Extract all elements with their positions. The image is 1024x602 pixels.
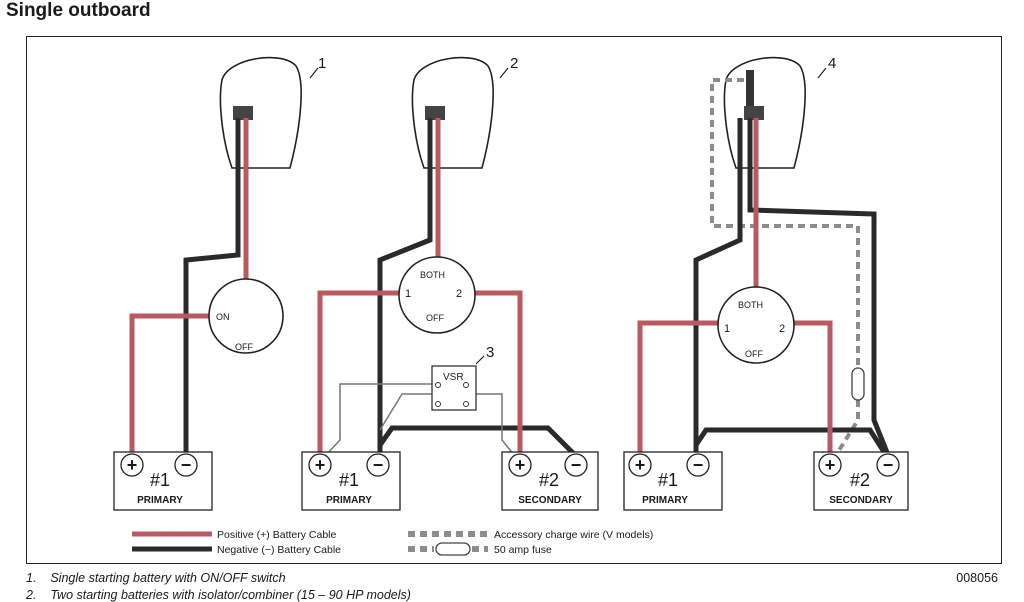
legend-fuse-swatch <box>435 542 471 556</box>
motor-terminal-1 <box>233 106 253 120</box>
diagram-4-accessory-charge: 4 BOTH 1 2 OFF + − #1 PRIMARY + − <box>623 55 909 511</box>
battery-1: + − #1 PRIMARY <box>113 451 213 511</box>
battery-switch-4 <box>717 286 795 364</box>
battery-name: SECONDARY <box>829 495 893 506</box>
battery-plus: + <box>315 455 326 475</box>
legend-accessory-label: Accessory charge wire (V models) <box>494 529 653 541</box>
negative-cable-4b <box>693 118 743 455</box>
vsr-wire-right <box>466 393 515 456</box>
battery-name: PRIMARY <box>326 495 372 506</box>
diagram-2-isolator: 2 BOTH 1 2 OFF VSR 3 + − #1 PRIMARY <box>301 55 599 511</box>
callout-1: 1 <box>318 55 326 72</box>
vsr-label: VSR <box>443 372 464 383</box>
callout-4: 4 <box>828 55 836 72</box>
legend-fuse-label: 50 amp fuse <box>494 544 552 556</box>
positive-cable-4b <box>637 320 718 455</box>
motor-accessory-lead <box>746 70 754 106</box>
outboard-motor-1 <box>219 56 302 169</box>
battery-plus: + <box>127 455 138 475</box>
switch-on-label: ON <box>216 312 230 322</box>
battery-minus: − <box>693 455 704 475</box>
callout-3: 3 <box>486 344 494 361</box>
diagram-1-single-battery: 1 ON OFF + − #1 PRIMARY <box>113 55 326 511</box>
vsr-wire-center <box>379 393 438 431</box>
battery-number: #1 <box>150 470 170 490</box>
battery-minus: − <box>373 455 384 475</box>
negative-cable-2b <box>377 425 577 457</box>
legend-negative-label: Negative (−) Battery Cable <box>217 544 341 556</box>
figure-code: 008056 <box>956 571 998 585</box>
battery-switch-2 <box>398 256 476 334</box>
switch-pos1-label: 1 <box>405 288 411 300</box>
footnote-text: Two starting batteries with isolator/com… <box>50 588 411 602</box>
outboard-motor-2 <box>411 56 494 169</box>
switch-both-label: BOTH <box>420 270 445 280</box>
battery-2-secondary: + − #2 SECONDARY <box>501 451 599 511</box>
negative-cable-4 <box>747 118 891 456</box>
switch-off-label: OFF <box>426 313 444 323</box>
page-title: Single outboard <box>6 0 151 21</box>
battery-minus: − <box>883 455 894 475</box>
positive-cable-4c <box>794 320 833 455</box>
accessory-charge-wire-b <box>836 400 860 454</box>
footnote-number: 1. <box>26 571 37 585</box>
legend: Positive (+) Battery Cable Negative (−) … <box>132 529 653 556</box>
battery-number: #2 <box>539 470 559 490</box>
switch-pos2-label: 2 <box>456 288 462 300</box>
negative-cable-2 <box>377 118 433 455</box>
fuse-50-amp <box>851 367 865 401</box>
battery-name: PRIMARY <box>137 495 183 506</box>
battery-minus: − <box>181 455 192 475</box>
outboard-motor-4 <box>723 56 806 169</box>
vsr-wire-left <box>325 383 432 456</box>
legend-positive-label: Positive (+) Battery Cable <box>217 529 337 541</box>
footnote-number: 2. <box>26 588 37 602</box>
battery-number: #1 <box>658 470 678 490</box>
battery-number: #2 <box>850 470 870 490</box>
switch-pos1-label: 1 <box>724 323 730 335</box>
footnote-text: Single starting battery with ON/OFF swit… <box>50 571 286 585</box>
battery-plus: + <box>635 455 646 475</box>
switch-off-label: OFF <box>745 349 763 359</box>
motor-terminal-4 <box>744 106 764 120</box>
switch-both-label: BOTH <box>738 300 763 310</box>
battery-number: #1 <box>339 470 359 490</box>
switch-off-label: OFF <box>235 342 253 352</box>
battery-plus: + <box>825 455 836 475</box>
battery-name: SECONDARY <box>518 495 582 506</box>
on-off-switch <box>208 278 284 354</box>
positive-cable-1b <box>129 313 212 455</box>
switch-pos2-label: 2 <box>779 323 785 335</box>
battery-name: PRIMARY <box>642 495 688 506</box>
footnote-2: 2. Two starting batteries with isolator/… <box>26 588 411 602</box>
battery-plus: + <box>515 455 526 475</box>
battery-4-secondary: + − #2 SECONDARY <box>813 451 909 511</box>
footnote-1: 1. Single starting battery with ON/OFF s… <box>26 571 286 585</box>
negative-cable-4c <box>693 427 889 457</box>
motor-terminal-2 <box>425 106 445 120</box>
negative-cable-1 <box>183 118 241 455</box>
battery-4-primary: + − #1 PRIMARY <box>623 451 723 511</box>
positive-cable-2c <box>474 290 523 455</box>
diagram-frame <box>26 36 1002 564</box>
battery-2-primary: + − #1 PRIMARY <box>301 451 401 511</box>
callout-2: 2 <box>510 55 518 72</box>
battery-minus: − <box>571 455 582 475</box>
positive-cable-2b <box>317 290 400 455</box>
